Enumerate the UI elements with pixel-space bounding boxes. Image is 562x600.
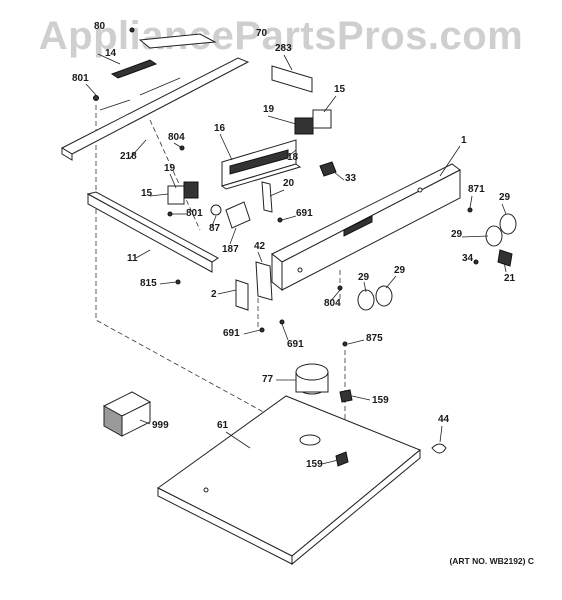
part-label-11: 11	[127, 253, 138, 264]
part-label-29b: 29	[451, 229, 463, 240]
part-label-871: 871	[468, 184, 485, 195]
part-218-trim	[60, 57, 250, 161]
part-label-18: 18	[287, 152, 299, 163]
part-label-801a: 801	[72, 73, 89, 84]
part-20-bracket	[261, 181, 273, 213]
part-283-strip	[271, 65, 313, 93]
part-label-19a: 19	[263, 104, 275, 115]
part-label-16: 16	[214, 123, 226, 134]
part-label-691b: 691	[223, 328, 240, 339]
part-33-clip	[319, 161, 337, 177]
part-label-159b: 159	[306, 459, 323, 470]
part-label-15a: 15	[334, 84, 346, 95]
part-label-187: 187	[222, 244, 239, 255]
part-label-283: 283	[275, 43, 292, 54]
part-15-switch-top	[294, 109, 332, 135]
part-187-cover	[210, 201, 251, 229]
part-2-bracket	[235, 261, 273, 311]
part-label-691a: 691	[296, 208, 313, 219]
part-label-2: 2	[211, 289, 217, 300]
part-label-875: 875	[366, 333, 383, 344]
part-label-1: 1	[461, 135, 467, 146]
part-label-14: 14	[105, 48, 117, 59]
part-label-19b: 19	[164, 163, 176, 174]
part-80-clip	[129, 27, 217, 49]
part-11-rail	[86, 191, 219, 273]
part-label-218: 218	[120, 151, 137, 162]
part-label-804b: 804	[324, 298, 341, 309]
part-61-bottom-panel	[157, 395, 421, 566]
part-21-knob-insert	[497, 249, 513, 267]
part-label-29d: 29	[394, 265, 406, 276]
part-label-77: 77	[262, 374, 274, 385]
screws	[93, 95, 479, 347]
part-label-21: 21	[504, 273, 516, 284]
part-label-61: 61	[217, 420, 229, 431]
part-1-backsplash	[271, 163, 461, 292]
part-label-999: 999	[152, 420, 169, 431]
part-label-804a: 804	[168, 132, 185, 143]
part-44-grommet	[431, 443, 447, 454]
part-999-box	[102, 391, 152, 437]
art-number: (ART NO. WB2192) C	[449, 556, 534, 566]
part-label-33: 33	[345, 173, 357, 184]
part-159-clips	[335, 389, 353, 467]
part-label-80: 80	[94, 21, 106, 32]
part-label-70: 70	[256, 28, 268, 39]
part-label-87: 87	[209, 223, 221, 234]
part-16-control-board	[220, 139, 302, 190]
part-label-15b: 15	[141, 188, 153, 199]
part-label-20: 20	[283, 178, 295, 189]
part-label-801b: 801	[186, 208, 203, 219]
part-label-34: 34	[462, 253, 474, 264]
part-label-29a: 29	[499, 192, 511, 203]
part-15-switch-left	[167, 181, 199, 205]
alignment-line	[149, 119, 201, 231]
part-14-bracket	[110, 59, 158, 79]
part-label-815: 815	[140, 278, 157, 289]
part-label-44: 44	[438, 414, 450, 425]
part-29-knobs	[357, 213, 517, 311]
watermark-logo: AppliancePartsPros.com	[38, 14, 524, 58]
part-label-42: 42	[254, 241, 266, 252]
part-77-coil	[295, 363, 329, 395]
part-label-159a: 159	[372, 395, 389, 406]
part-label-691c: 691	[287, 339, 304, 350]
leader-lines	[85, 53, 507, 465]
part-label-29c: 29	[358, 272, 370, 283]
